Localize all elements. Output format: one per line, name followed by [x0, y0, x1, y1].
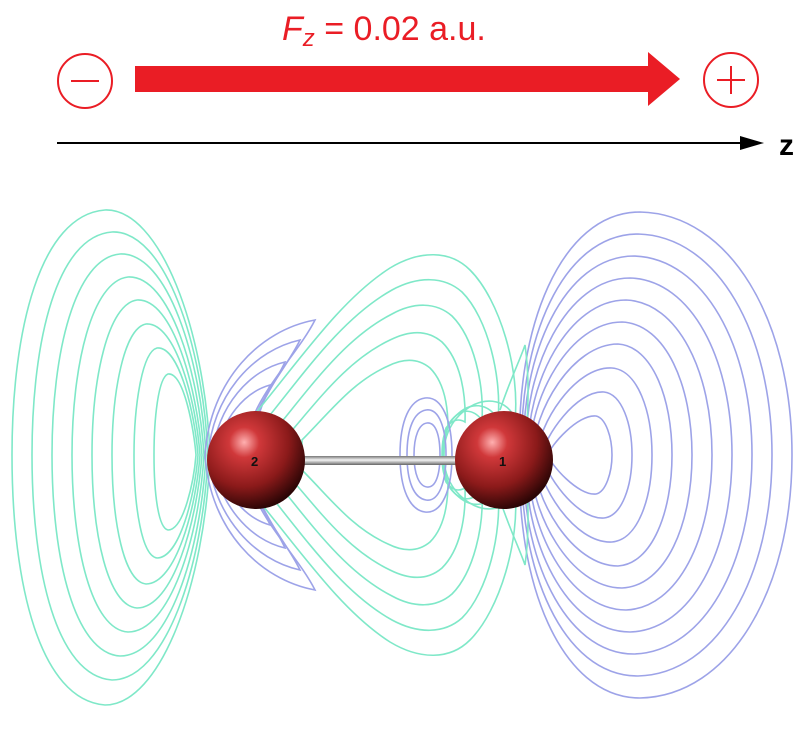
right-positive-lobe — [518, 211, 793, 699]
atom-2: 2 — [207, 411, 305, 509]
field-subscript: z — [302, 25, 315, 52]
left-negative-lobe — [11, 209, 211, 706]
negative-pole-icon — [57, 53, 113, 109]
field-value: = 0.02 a.u. — [315, 10, 486, 48]
atom-1-label: 1 — [499, 454, 506, 469]
field-direction-arrow — [135, 52, 680, 106]
field-title: Fz = 0.02 a.u. — [282, 10, 486, 52]
positive-pole-icon — [703, 52, 759, 108]
bond-positive-lobe — [399, 397, 453, 513]
atom-2-label: 2 — [251, 454, 258, 469]
z-axis-label: z — [779, 129, 794, 162]
field-symbol: F — [282, 10, 305, 48]
z-axis — [57, 136, 764, 150]
atom-1: 1 — [455, 411, 553, 509]
bond — [290, 456, 496, 465]
density-contours — [11, 209, 793, 706]
